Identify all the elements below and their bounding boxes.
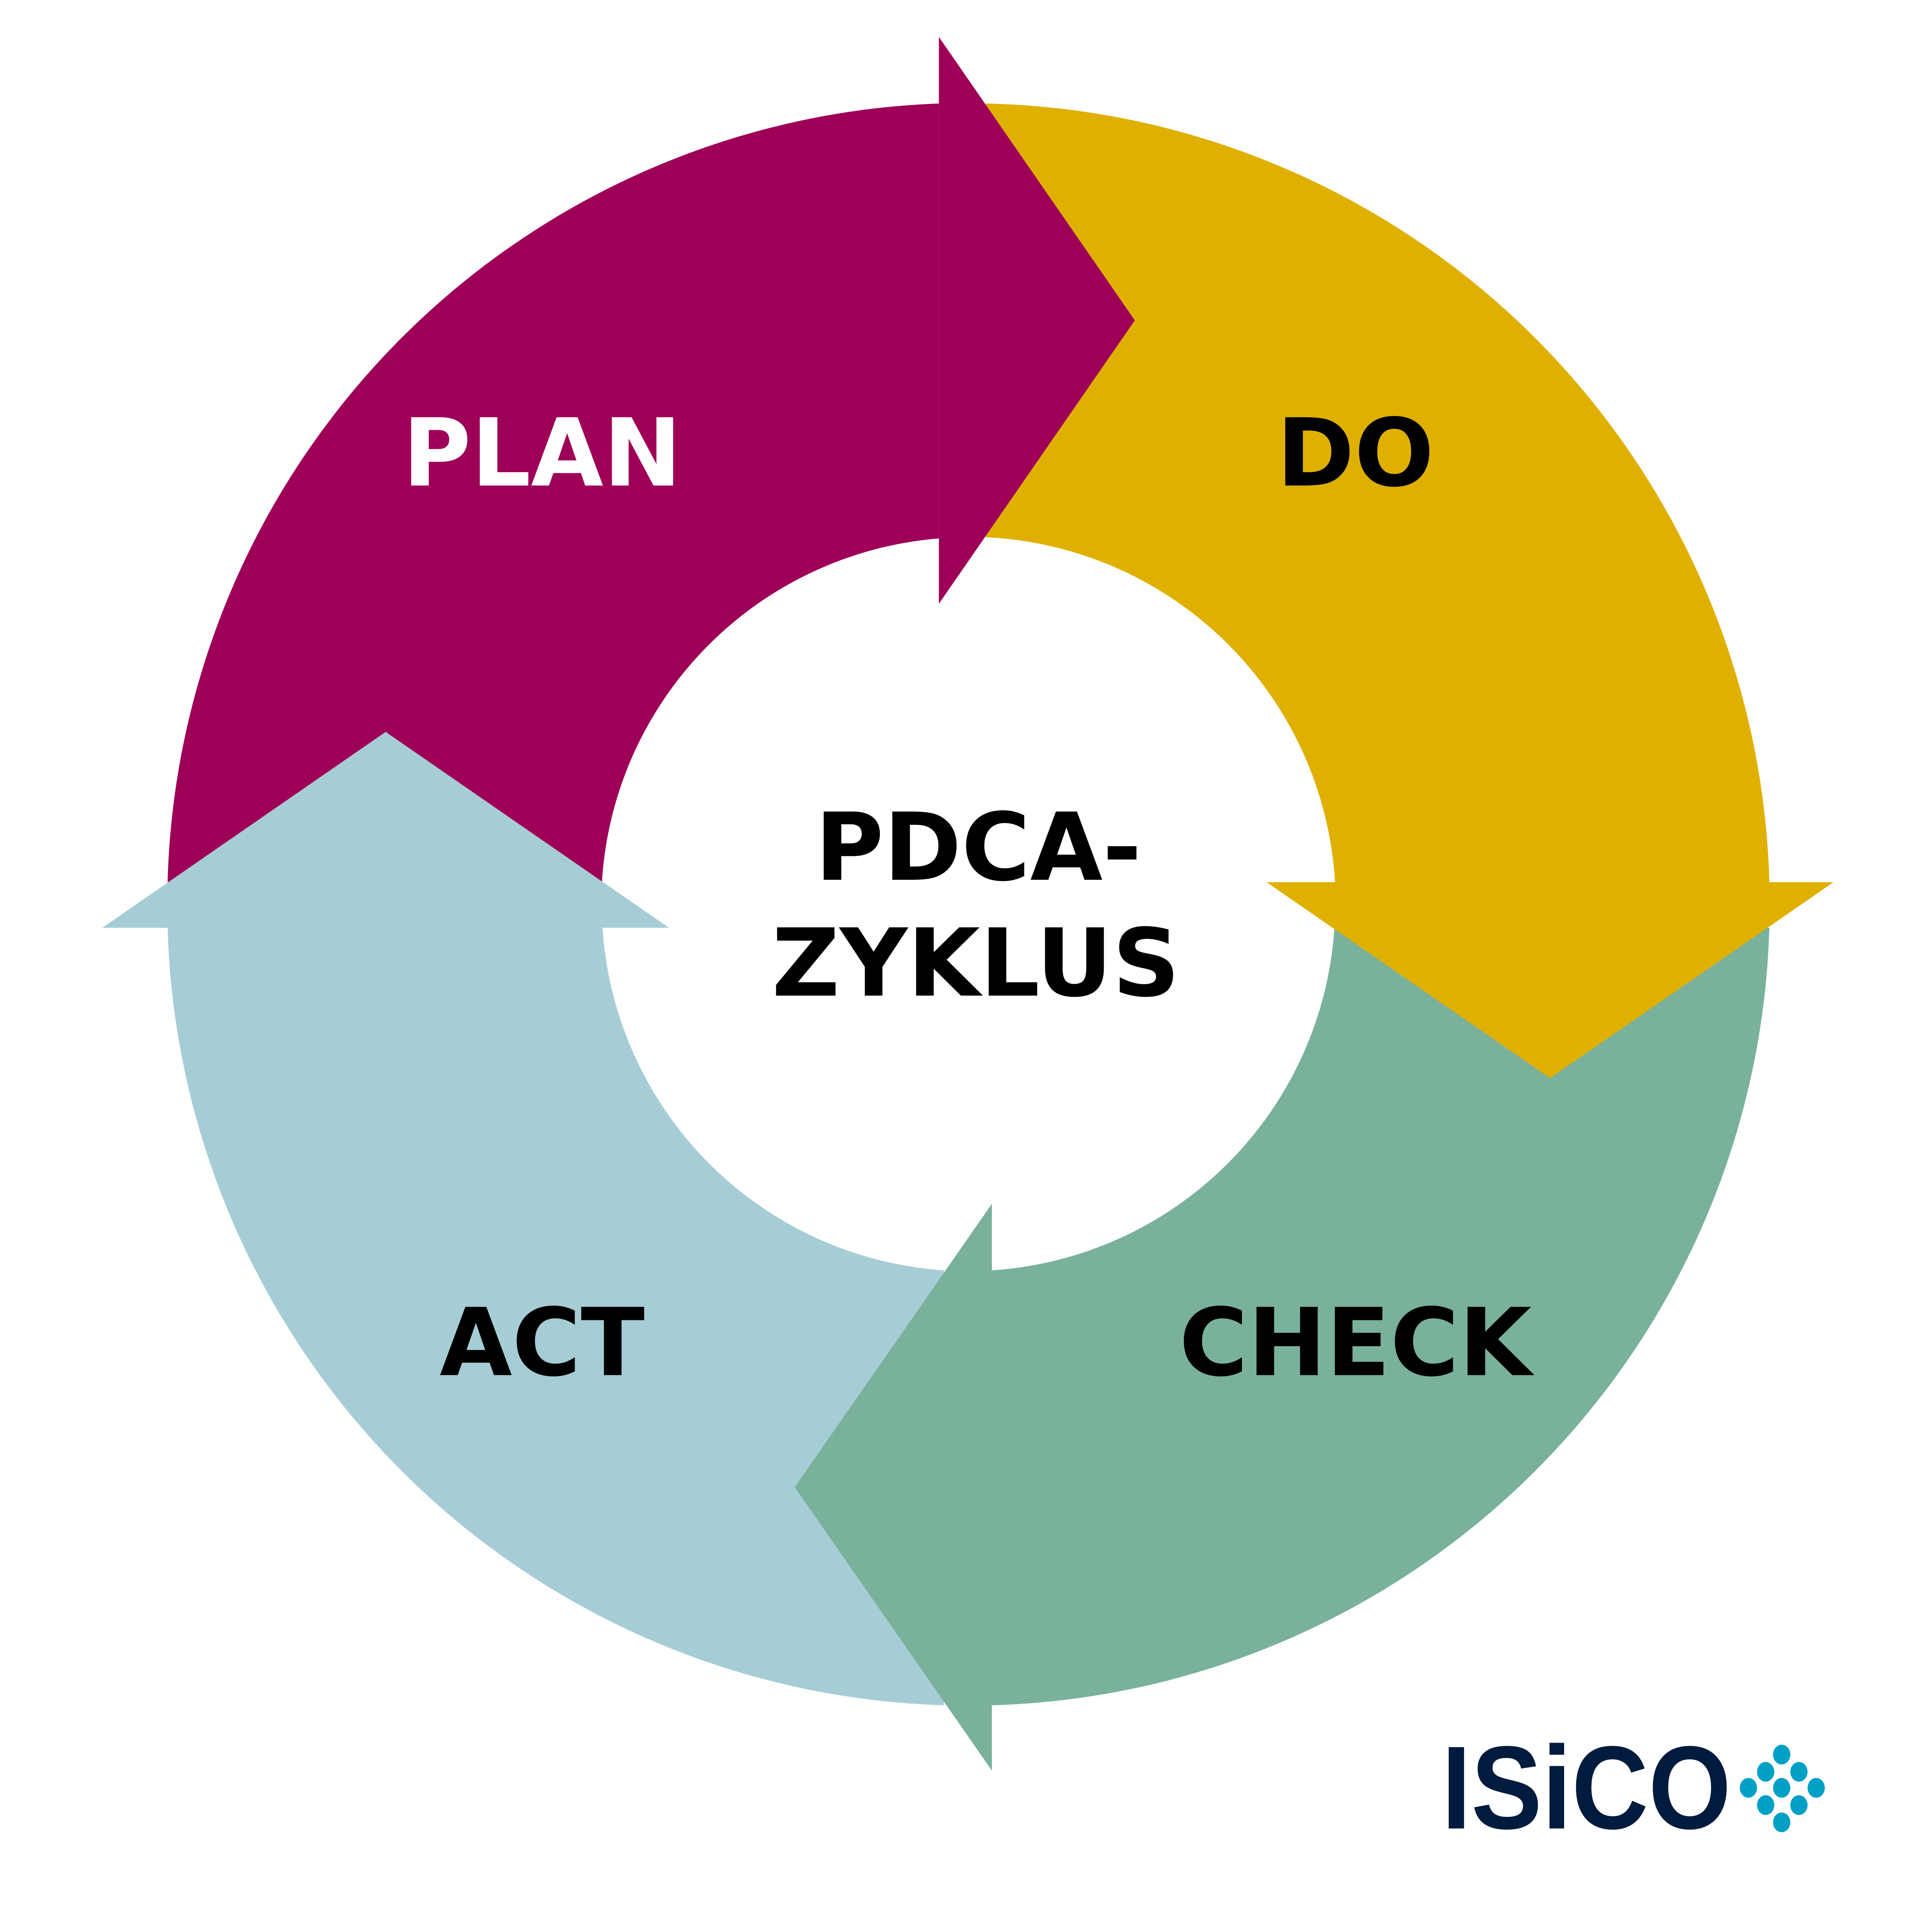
act-band (167, 928, 944, 1706)
act-label: ACT (440, 1289, 645, 1398)
do-band (986, 103, 1770, 883)
plan-arrowhead (939, 37, 1135, 604)
cycle-bands (167, 103, 1770, 1706)
plan-label: PLAN (403, 399, 682, 508)
center-title-line1: PDCA- (815, 793, 1142, 902)
do-arrowhead (1267, 882, 1833, 1078)
act-arrowhead (102, 732, 669, 928)
logo-wordmark: ISiCO (1442, 1721, 1731, 1854)
plan-band (167, 103, 939, 883)
do-label: DO (1277, 399, 1434, 508)
check-label: CHECK (1179, 1289, 1535, 1398)
cycle-arrowheads (102, 37, 1833, 1771)
logo-dots-icon (1740, 1745, 1825, 1832)
check-arrowhead (794, 1204, 992, 1771)
isico-logo: ISiCO (1442, 1721, 1825, 1854)
check-band (992, 928, 1770, 1706)
center-title-line2: ZYKLUS (772, 909, 1180, 1018)
